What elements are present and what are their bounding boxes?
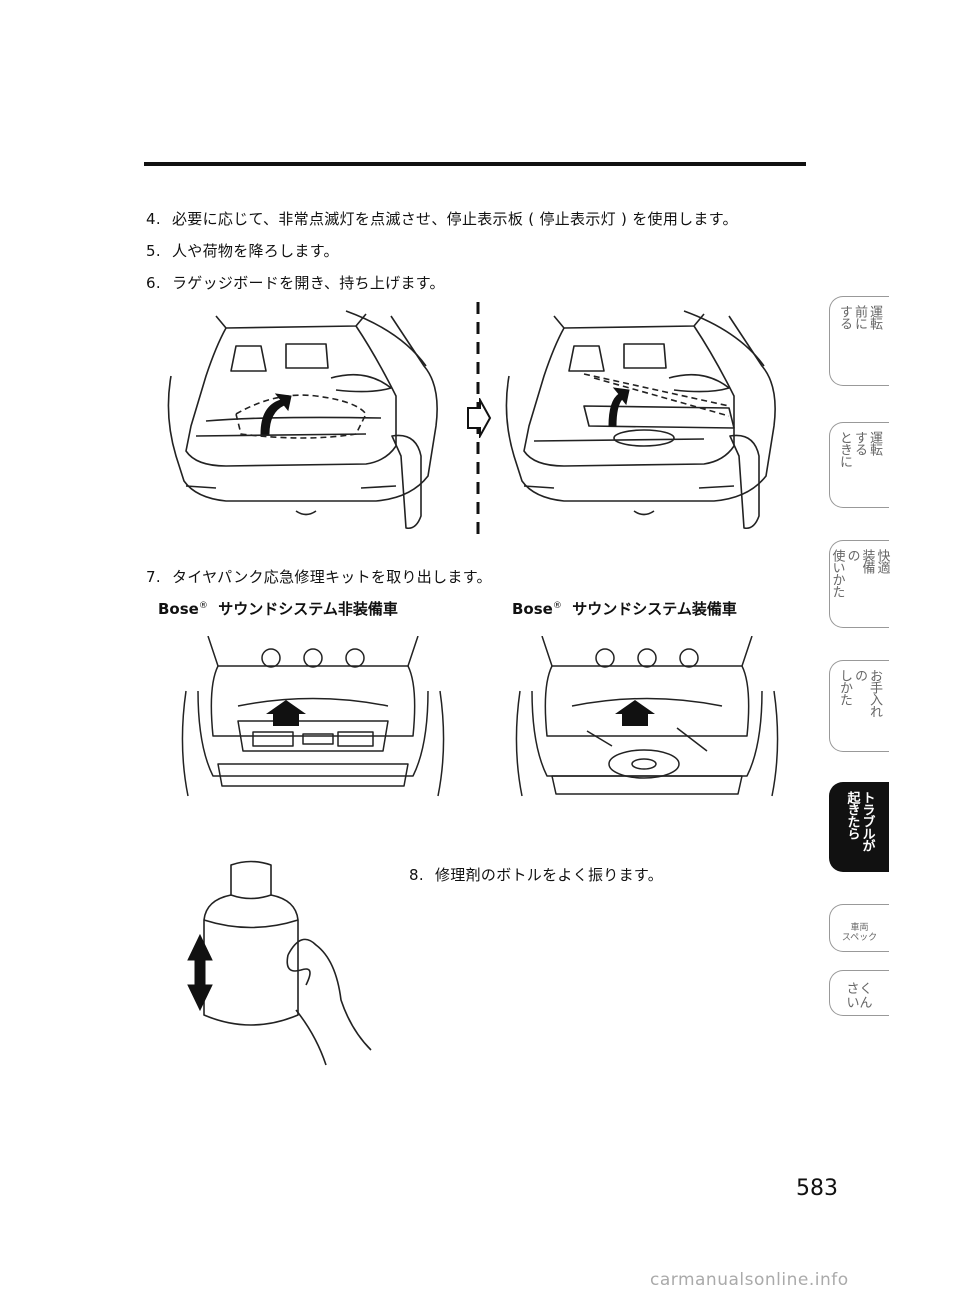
sealant-bottle-shake-illustration (187, 860, 372, 1066)
step-6: 6.ラゲッジボードを開き、持ち上げます。 (146, 274, 445, 292)
tab-maintenance[interactable]: お手入れ の しかた (829, 660, 889, 752)
luggage-board-closed-illustration (167, 310, 438, 530)
step-8: 8.修理剤のボトルをよく振ります。 (409, 866, 664, 884)
tab-vehicle-specs[interactable]: 車両 スペック (829, 904, 889, 952)
tab-comfort-equipment[interactable]: 快適 装備 の 使いかた (829, 540, 890, 628)
tab-while-driving[interactable]: 運転 する ときに (829, 422, 889, 508)
tab-index[interactable]: さく いん (829, 970, 889, 1016)
luggage-board-open-illustration (505, 310, 776, 530)
tab-before-driving[interactable]: 運転 前に する (829, 296, 889, 386)
tab-troubleshooting[interactable]: トラブルが 起きたら (829, 782, 889, 872)
right-arrow-icon (467, 398, 492, 438)
repair-kit-with-bose-illustration (515, 636, 779, 797)
caption-with-bose: Bose® サウンドシステム装備車 (512, 600, 737, 618)
repair-kit-without-bose-illustration (181, 636, 445, 797)
page-number: 583 (796, 1176, 838, 1201)
step-5: 5.人や荷物を降ろします。 (146, 242, 339, 260)
step-7: 7.タイヤパンク応急修理キットを取り出します。 (146, 568, 492, 586)
header-rule (144, 162, 806, 166)
watermark: carmanualsonline.info (650, 1270, 849, 1290)
caption-without-bose: Bose® サウンドシステム非装備車 (158, 600, 398, 618)
step-4: 4.必要に応じて、非常点滅灯を点滅させ、停止表示板 ( 停止表示灯 ) を使用し… (146, 210, 738, 228)
